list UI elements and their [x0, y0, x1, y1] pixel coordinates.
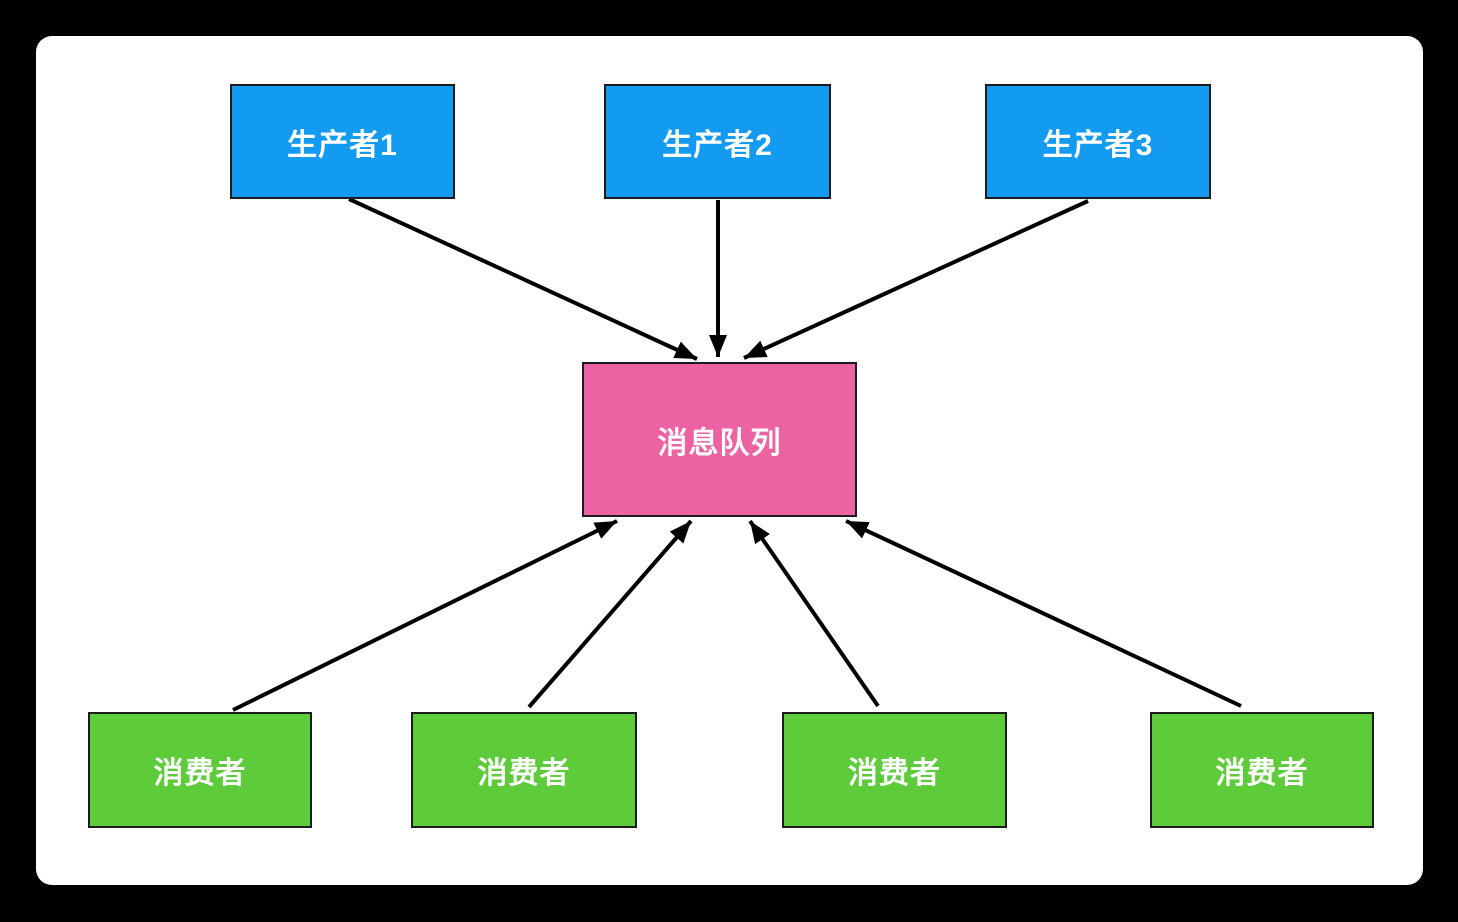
node-producer3: 生产者3: [985, 84, 1211, 199]
node-producer2: 生产者2: [604, 84, 831, 199]
node-label-consumer3: 消费者: [848, 757, 941, 790]
node-consumer1: 消费者: [88, 712, 312, 828]
arrow-consumer2-to-queue: [527, 519, 693, 709]
arrow-producer1-to-queue: [348, 197, 698, 361]
arrow-consumer3-to-queue: [748, 519, 880, 708]
node-label-consumer4: 消费者: [1215, 757, 1309, 790]
node-label-producer1: 生产者1: [287, 128, 398, 162]
node-label-consumer2: 消费者: [477, 757, 571, 790]
node-consumer2: 消费者: [411, 712, 637, 828]
node-consumer3: 消费者: [782, 712, 1007, 828]
node-label-consumer1: 消费者: [153, 757, 247, 790]
node-consumer4: 消费者: [1150, 712, 1374, 828]
node-label-producer3: 生产者3: [1042, 128, 1154, 162]
arrow-producer3-to-queue: [743, 199, 1089, 360]
node-label-producer2: 生产者2: [662, 128, 773, 162]
arrow-consumer4-to-queue: [845, 519, 1242, 708]
node-label-queue: 消息队列: [657, 426, 782, 460]
node-queue: 消息队列: [582, 362, 857, 517]
node-producer1: 生产者1: [230, 84, 455, 199]
arrow-consumer1-to-queue: [232, 519, 618, 712]
